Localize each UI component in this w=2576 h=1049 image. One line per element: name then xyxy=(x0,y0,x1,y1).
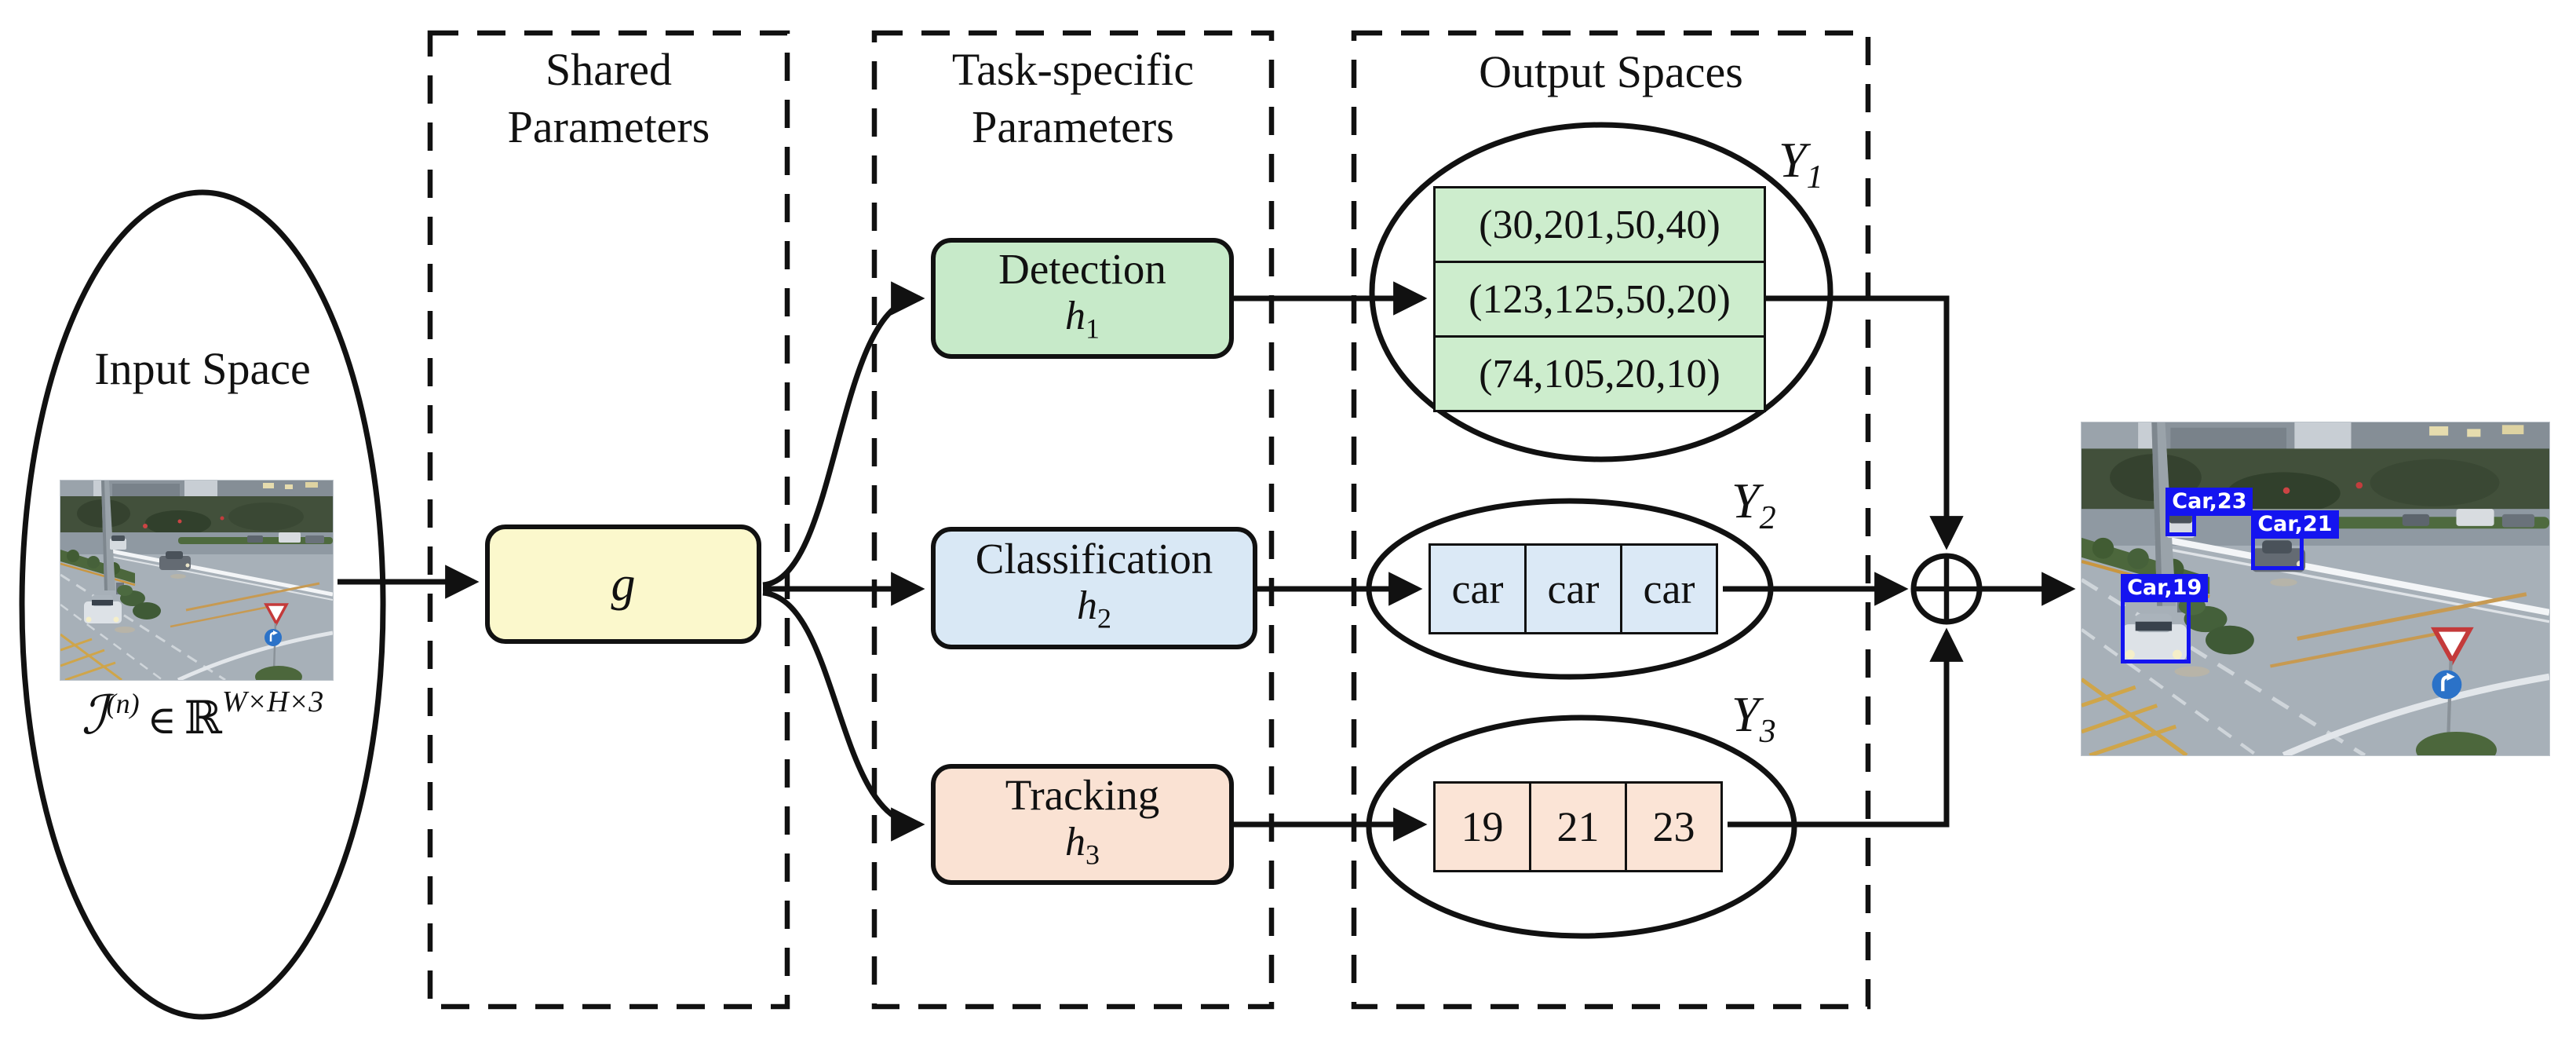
task-panel-title: Task-specific Parameters xyxy=(874,41,1272,155)
bounding-box-label: Car,23 xyxy=(2166,487,2253,516)
output-space-2-label: Y2 xyxy=(1731,473,1776,536)
output-space-1-ellipse xyxy=(1369,122,1833,462)
input-space-title: Input Space xyxy=(94,343,311,394)
arrow-y1-to-combiner xyxy=(1766,295,1964,550)
task-panel-title-line1: Task-specific xyxy=(951,44,1195,95)
classification-symbol: h2 xyxy=(1077,583,1111,634)
output-panel-title-line1: Output Spaces xyxy=(1479,46,1743,97)
g-label: g xyxy=(611,557,636,611)
classification-head-box: Classification h2 xyxy=(931,527,1257,649)
math-superscript-n: (n) xyxy=(106,688,140,719)
shared-panel-title: Shared Parameters xyxy=(430,41,787,155)
detection-output-table: (30,201,50,40) (123,125,50,20) (74,105,2… xyxy=(1433,186,1766,412)
arrow-y3-to-combiner xyxy=(1728,627,1964,828)
bounding-box-car-21: Car,21 xyxy=(2251,510,2339,570)
classification-output-cells: car car car xyxy=(1428,543,1718,634)
bbox-tuple-row: (74,105,20,10) xyxy=(1479,351,1720,397)
class-cell: car xyxy=(1524,543,1622,634)
tracking-output-cells: 19 21 23 xyxy=(1433,781,1723,872)
math-image-symbol: ℐ xyxy=(81,685,107,745)
track-id-cell: 23 xyxy=(1625,781,1723,872)
input-photo-scene xyxy=(60,481,333,680)
class-cell: car xyxy=(1620,543,1718,634)
detection-label: Detection xyxy=(998,245,1166,294)
shared-panel-box xyxy=(427,30,790,1010)
bounding-box-label: Car,19 xyxy=(2121,573,2209,602)
arrow-g-to-detection xyxy=(762,281,925,588)
tracking-symbol: h3 xyxy=(1065,820,1100,871)
shared-function-g-box: g xyxy=(485,524,761,644)
output-space-3-label: Y3 xyxy=(1731,686,1776,750)
math-element-of: ∈ xyxy=(147,698,177,742)
input-space-ellipse xyxy=(19,189,386,1020)
bounding-box-car-19: Car,19 xyxy=(2121,573,2209,663)
math-dimensions: W×H×3 xyxy=(221,685,324,718)
bbox-tuple-row: (123,125,50,20) xyxy=(1436,263,1764,338)
shared-panel-title-line1: Shared xyxy=(545,44,673,95)
task-panel-title-line2: Parameters xyxy=(972,101,1174,152)
tracking-label: Tracking xyxy=(1005,771,1160,820)
task-panel-box xyxy=(871,30,1275,1010)
detection-symbol: h1 xyxy=(1065,294,1100,345)
bbox-tuple-row: (30,201,50,40) xyxy=(1436,188,1764,263)
shared-panel-title-line2: Parameters xyxy=(507,101,710,152)
output-panel-title: Output Spaces xyxy=(1354,43,1868,101)
track-id-cell: 21 xyxy=(1529,781,1627,872)
output-panel-box xyxy=(1351,30,1871,1010)
tracking-head-box: Tracking h3 xyxy=(931,764,1234,885)
detection-head-box: Detection h1 xyxy=(931,238,1234,359)
classification-label: Classification xyxy=(975,535,1213,583)
bounding-box-car-23: Car,23 xyxy=(2166,487,2253,537)
bounding-box-label: Car,21 xyxy=(2251,510,2339,539)
class-cell: car xyxy=(1428,543,1527,634)
result-photo: Car,23 Car,21 Car,19 xyxy=(2081,422,2550,756)
arrow-g-to-tracking xyxy=(762,590,925,842)
math-real-set: ℝ xyxy=(184,693,222,744)
output-space-1-label: Y1 xyxy=(1779,132,1823,196)
input-photo xyxy=(60,480,334,681)
track-id-cell: 19 xyxy=(1433,781,1531,872)
